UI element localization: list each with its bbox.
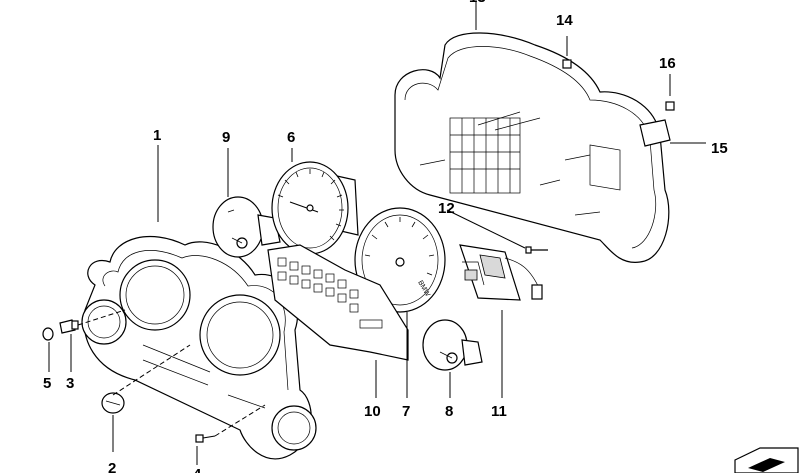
screw-4 [195, 434, 216, 443]
label-1: 1 [153, 127, 161, 144]
label-12: 12 [438, 200, 455, 217]
label-15: 15 [711, 140, 728, 157]
catalog-corner-icon [734, 447, 799, 473]
label-13: 13 [469, 0, 486, 6]
speedometer-6 [271, 161, 359, 255]
label-2: 2 [108, 460, 116, 473]
label-8: 8 [445, 403, 453, 420]
mask-windows [277, 257, 383, 329]
main-bezel [81, 236, 317, 460]
part-labels: 1 9 6 12 13 14 16 15 5 3 2 4 10 7 8 11 [43, 0, 728, 473]
label-6: 6 [287, 129, 295, 146]
label-11: 11 [491, 403, 507, 420]
tachometer-ticks [364, 217, 435, 276]
label-7: 7 [402, 403, 410, 420]
screw-16 [665, 74, 675, 111]
label-3: 3 [66, 375, 74, 392]
screw-12 [525, 246, 548, 254]
label-4: 4 [193, 466, 202, 473]
label-16: 16 [659, 55, 676, 72]
speedometer-ticks [277, 169, 344, 241]
screw-14 [562, 36, 572, 69]
leader-lines [48, 2, 526, 465]
label-9: 9 [222, 129, 230, 146]
cover-plate-15 [639, 119, 706, 147]
label-14: 14 [556, 12, 573, 29]
label-5: 5 [43, 375, 51, 392]
lamp-holder-3 [59, 319, 79, 334]
display-mask-10 [267, 244, 409, 361]
label-10: 10 [364, 403, 381, 420]
bulb-5 [42, 327, 54, 341]
gauge-9 [212, 196, 281, 258]
circuit-board-11 [459, 244, 543, 301]
rear-housing [394, 32, 670, 263]
gauge-8 [422, 319, 483, 371]
cap-2 [101, 392, 125, 414]
